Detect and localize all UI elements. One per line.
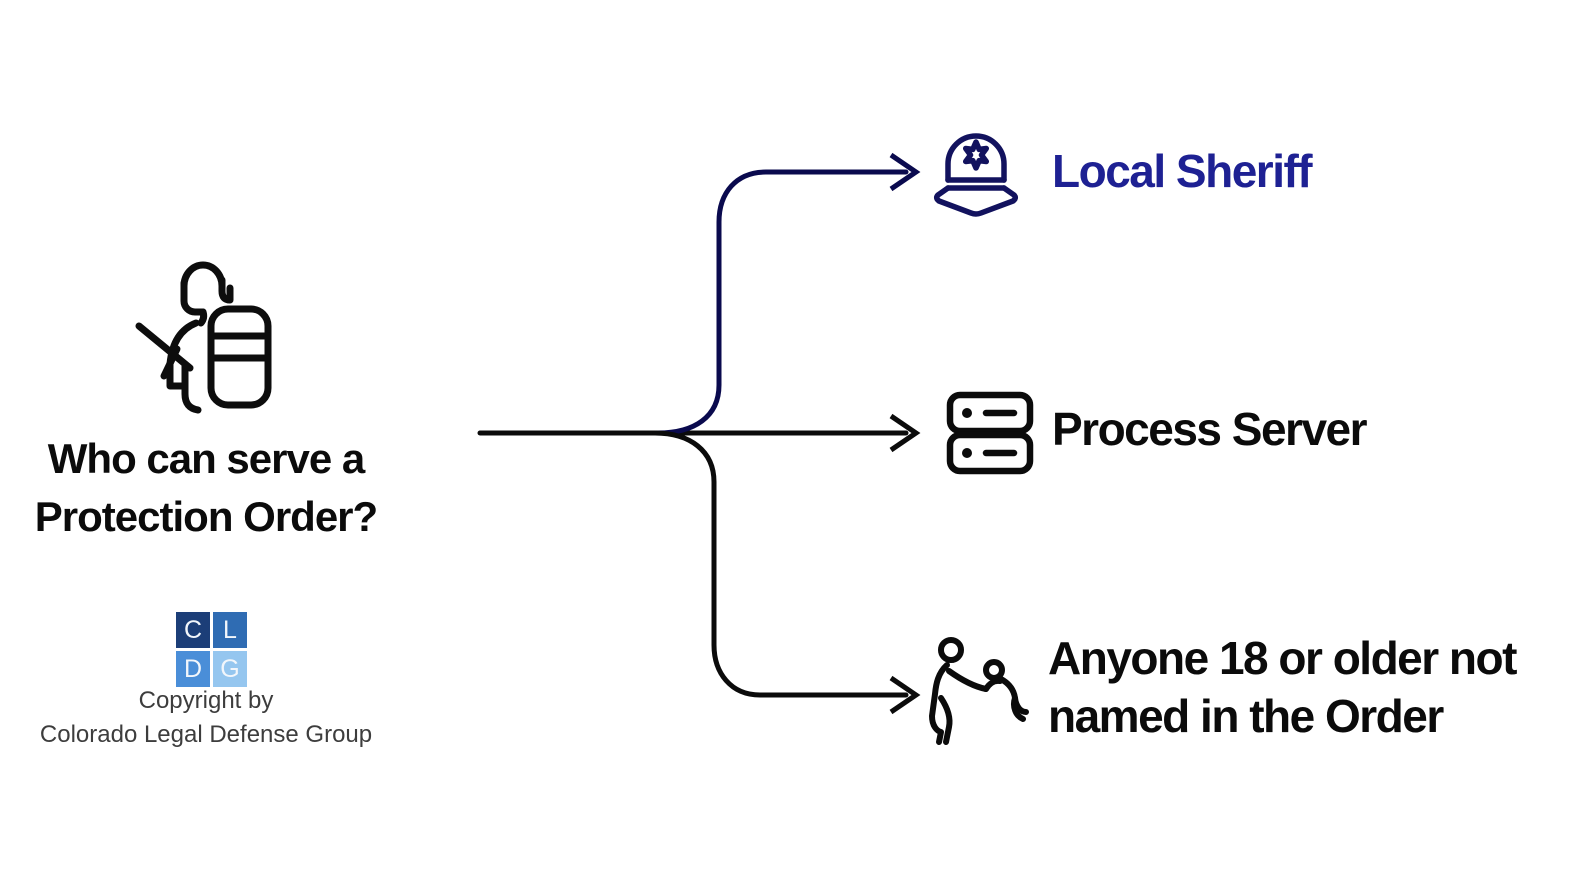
copyright-line1: Copyright by xyxy=(138,687,274,714)
anyone-18-label-line1: Anyone 18 or older not xyxy=(1048,632,1517,684)
local-sheriff-branch-arrow xyxy=(655,152,921,436)
server-stack-icon xyxy=(946,391,1034,475)
person-helping-person-icon xyxy=(929,637,1029,745)
question-title-line1: Who can serve a xyxy=(47,435,365,482)
process-server-branch-arrow xyxy=(477,413,921,453)
cldg-logo: C L D G xyxy=(176,612,247,687)
question-title-line2: Protection Order? xyxy=(34,493,378,540)
logo-square-l: L xyxy=(213,612,247,648)
copyright-text: Copyright by Colorado Legal Defense Grou… xyxy=(0,684,412,752)
anyone-branch-arrow xyxy=(652,430,921,715)
question-title: Who can serve a Protection Order? xyxy=(0,430,412,546)
logo-square-d: D xyxy=(176,651,210,687)
logo-square-g: G xyxy=(213,651,247,687)
sheriff-helmet-icon xyxy=(933,133,1019,217)
anyone-18-label: Anyone 18 or older not named in the Orde… xyxy=(1048,629,1517,745)
process-server-label: Process Server xyxy=(1052,403,1368,455)
anyone-18-label-line2: named in the Order xyxy=(1048,690,1444,742)
person-serving-papers-icon xyxy=(135,261,272,414)
local-sheriff-label: Local Sheriff xyxy=(1052,145,1313,197)
logo-square-c: C xyxy=(176,612,210,648)
copyright-line2: Colorado Legal Defense Group xyxy=(39,721,373,748)
